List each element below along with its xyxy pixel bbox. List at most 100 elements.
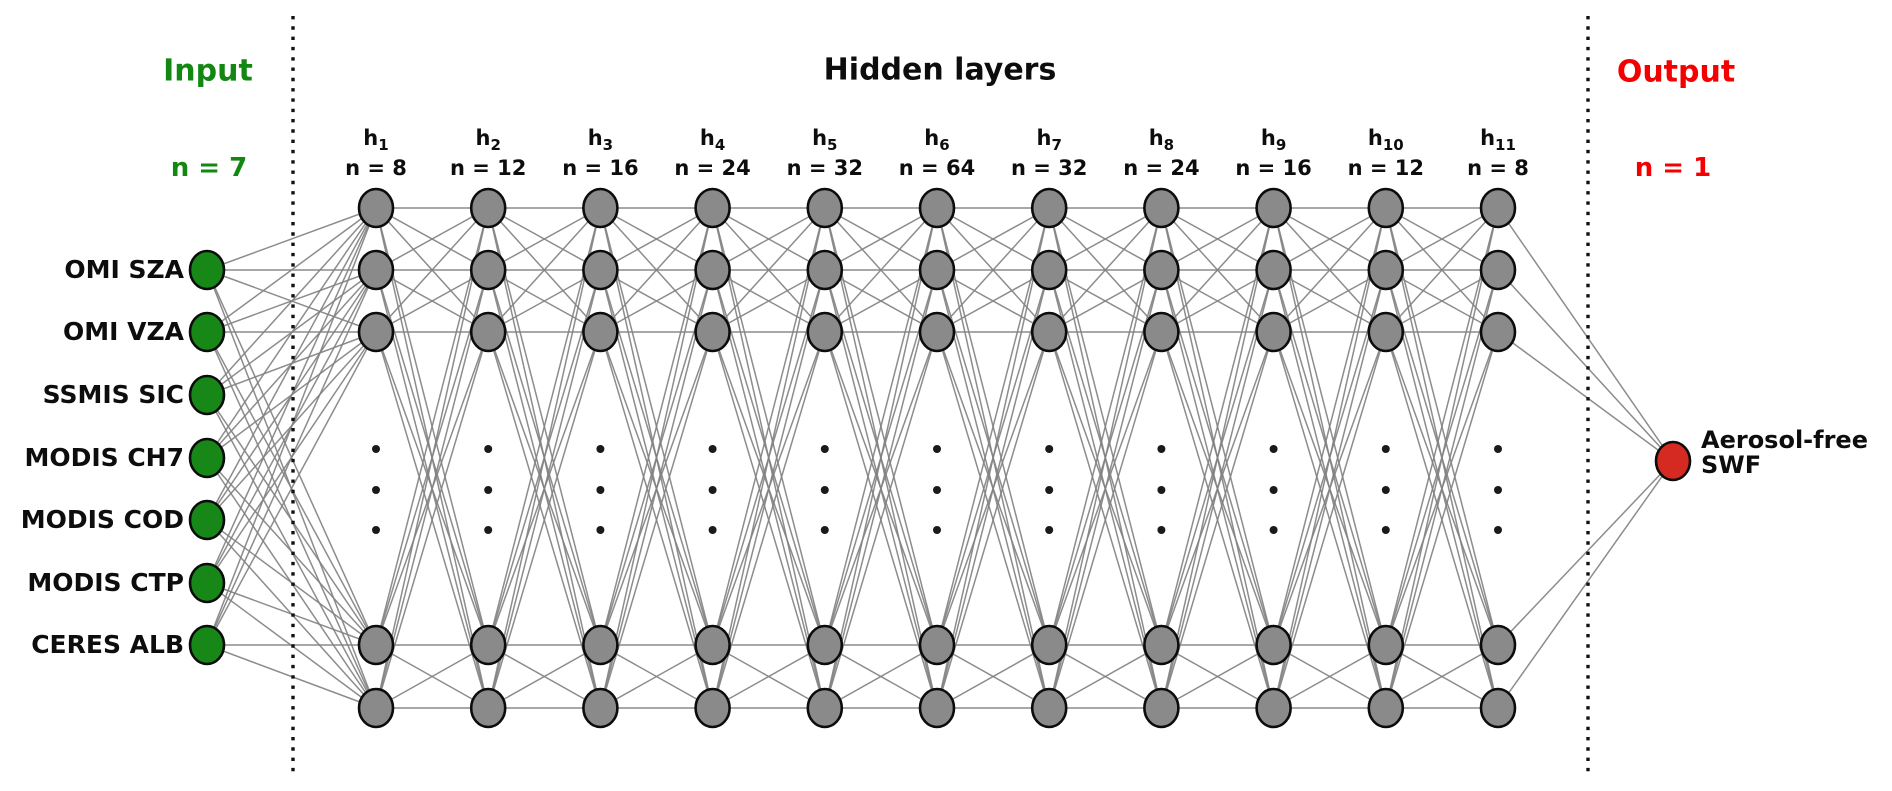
- input-node-modis-ctp: [188, 562, 226, 604]
- edge-line: [1272, 207, 1387, 646]
- hidden-layer-name-subscript: 7: [1051, 136, 1062, 155]
- output-node-label: Aerosol-free SWF: [1701, 428, 1868, 478]
- hidden-node-h3-2: [582, 249, 619, 291]
- edge-line: [1160, 207, 1275, 646]
- ellipsis-dot: [820, 526, 829, 534]
- edge-line: [1385, 207, 1499, 271]
- edge-line: [1385, 331, 1499, 709]
- hidden-node-h6-5: [918, 687, 956, 729]
- hidden-node-h2-3: [469, 311, 507, 353]
- edge-line: [206, 207, 377, 521]
- hidden-node-h11-2: [1479, 249, 1517, 291]
- hidden-node-h7-3: [1030, 311, 1068, 353]
- hidden-layer-name-subscript: 8: [1163, 136, 1175, 155]
- edge-line: [1048, 644, 1162, 709]
- ellipsis-dot: [1381, 445, 1390, 453]
- edge-line: [375, 207, 489, 333]
- hidden-layer-name-base: h: [475, 126, 491, 150]
- hidden-layer-count-h1: n = 8: [345, 156, 407, 181]
- hidden-node-h11-3: [1479, 311, 1517, 353]
- ellipsis-dot: [933, 445, 941, 453]
- hidden-layer-name-h6: h6: [867, 127, 1007, 157]
- hidden-node-h4-1: [694, 187, 731, 229]
- ellipsis-dot: [372, 445, 380, 453]
- edge-line: [1273, 644, 1387, 709]
- hidden-node-h10-2: [1367, 249, 1405, 291]
- hidden-layer-name-h5: h5: [755, 127, 895, 157]
- input-node-label-ceres-alb: CERES ALB: [31, 630, 184, 659]
- edge-line: [1497, 269, 1674, 462]
- edge-line: [206, 207, 377, 271]
- hidden-node-h1-5: [357, 687, 395, 729]
- ellipsis-dot: [484, 486, 493, 494]
- hidden-layer-name-h2: h2: [418, 127, 558, 157]
- ellipsis-dot: [484, 445, 493, 453]
- hidden-node-h3-3: [582, 311, 619, 353]
- edge-line: [487, 207, 601, 271]
- ellipsis-dot: [1157, 445, 1166, 453]
- edge-line: [1385, 207, 1499, 333]
- edge-line: [936, 269, 1050, 709]
- edge-line: [711, 207, 826, 646]
- hidden-layer-name-base: h: [587, 126, 603, 150]
- edge-line: [375, 207, 489, 646]
- input-node-ssmis-sic: [188, 374, 226, 416]
- edge-line: [1385, 207, 1499, 709]
- input-section-title: Input: [163, 53, 253, 89]
- edge-line: [600, 207, 713, 271]
- ellipsis-dot: [1494, 526, 1502, 534]
- edge-line: [824, 207, 938, 333]
- edge-line: [599, 207, 714, 333]
- hidden-layer-name-base: h: [812, 126, 828, 150]
- edge-line: [712, 207, 826, 333]
- hidden-layer-count-h3: n = 16: [562, 156, 639, 181]
- hidden-node-h8-3: [1143, 311, 1180, 353]
- ellipsis-dot: [708, 445, 717, 453]
- hidden-layer-name-subscript: 4: [714, 136, 726, 155]
- edge-line: [375, 207, 489, 271]
- edge-lines: [206, 207, 1674, 709]
- hidden-node-h11-5: [1479, 687, 1517, 729]
- ellipsis-dot: [1157, 486, 1166, 494]
- hidden-node-h6-4: [918, 624, 956, 666]
- edge-line: [1497, 331, 1674, 462]
- edge-line: [1048, 331, 1163, 709]
- ellipsis-dots: [372, 445, 1502, 534]
- hidden-layer-name-base: h: [699, 126, 715, 150]
- hidden-node-h1-2: [357, 249, 395, 291]
- nodes: [188, 187, 1692, 729]
- edge-line: [1385, 269, 1499, 709]
- edge-line: [824, 207, 938, 646]
- hidden-layer-name-subscript: 2: [490, 136, 501, 155]
- ellipsis-dot: [596, 486, 605, 494]
- input-node-label-omi-vza: OMI VZA: [63, 317, 184, 346]
- hidden-layer-count-h7: n = 32: [1010, 156, 1088, 181]
- edge-line: [936, 207, 1050, 333]
- edge-line: [487, 207, 602, 709]
- edge-line: [206, 394, 377, 646]
- input-node-modis-ch7: [188, 437, 226, 479]
- ellipsis-dot: [1269, 445, 1278, 453]
- edge-line: [1160, 207, 1275, 709]
- input-node-omi-vza: [188, 311, 226, 353]
- edge-line: [1048, 207, 1163, 646]
- edge-line: [1161, 644, 1274, 709]
- hidden-node-h10-5: [1367, 687, 1405, 729]
- edge-line: [206, 207, 377, 396]
- ellipsis-dot: [372, 526, 380, 534]
- edge-line: [824, 207, 938, 709]
- hidden-node-h1-3: [357, 311, 395, 353]
- edge-line: [1048, 207, 1162, 333]
- hidden-node-h10-3: [1367, 311, 1405, 353]
- edge-line: [712, 644, 826, 709]
- ellipsis-dot: [1494, 445, 1502, 453]
- hidden-node-h5-2: [806, 249, 844, 291]
- hidden-node-h7-2: [1030, 249, 1068, 291]
- hidden-node-h2-1: [469, 187, 507, 229]
- ellipsis-dot: [1269, 526, 1278, 534]
- input-node-label-modis-ctp: MODIS CTP: [27, 568, 184, 597]
- hidden-layer-count-h9: n = 16: [1235, 156, 1312, 181]
